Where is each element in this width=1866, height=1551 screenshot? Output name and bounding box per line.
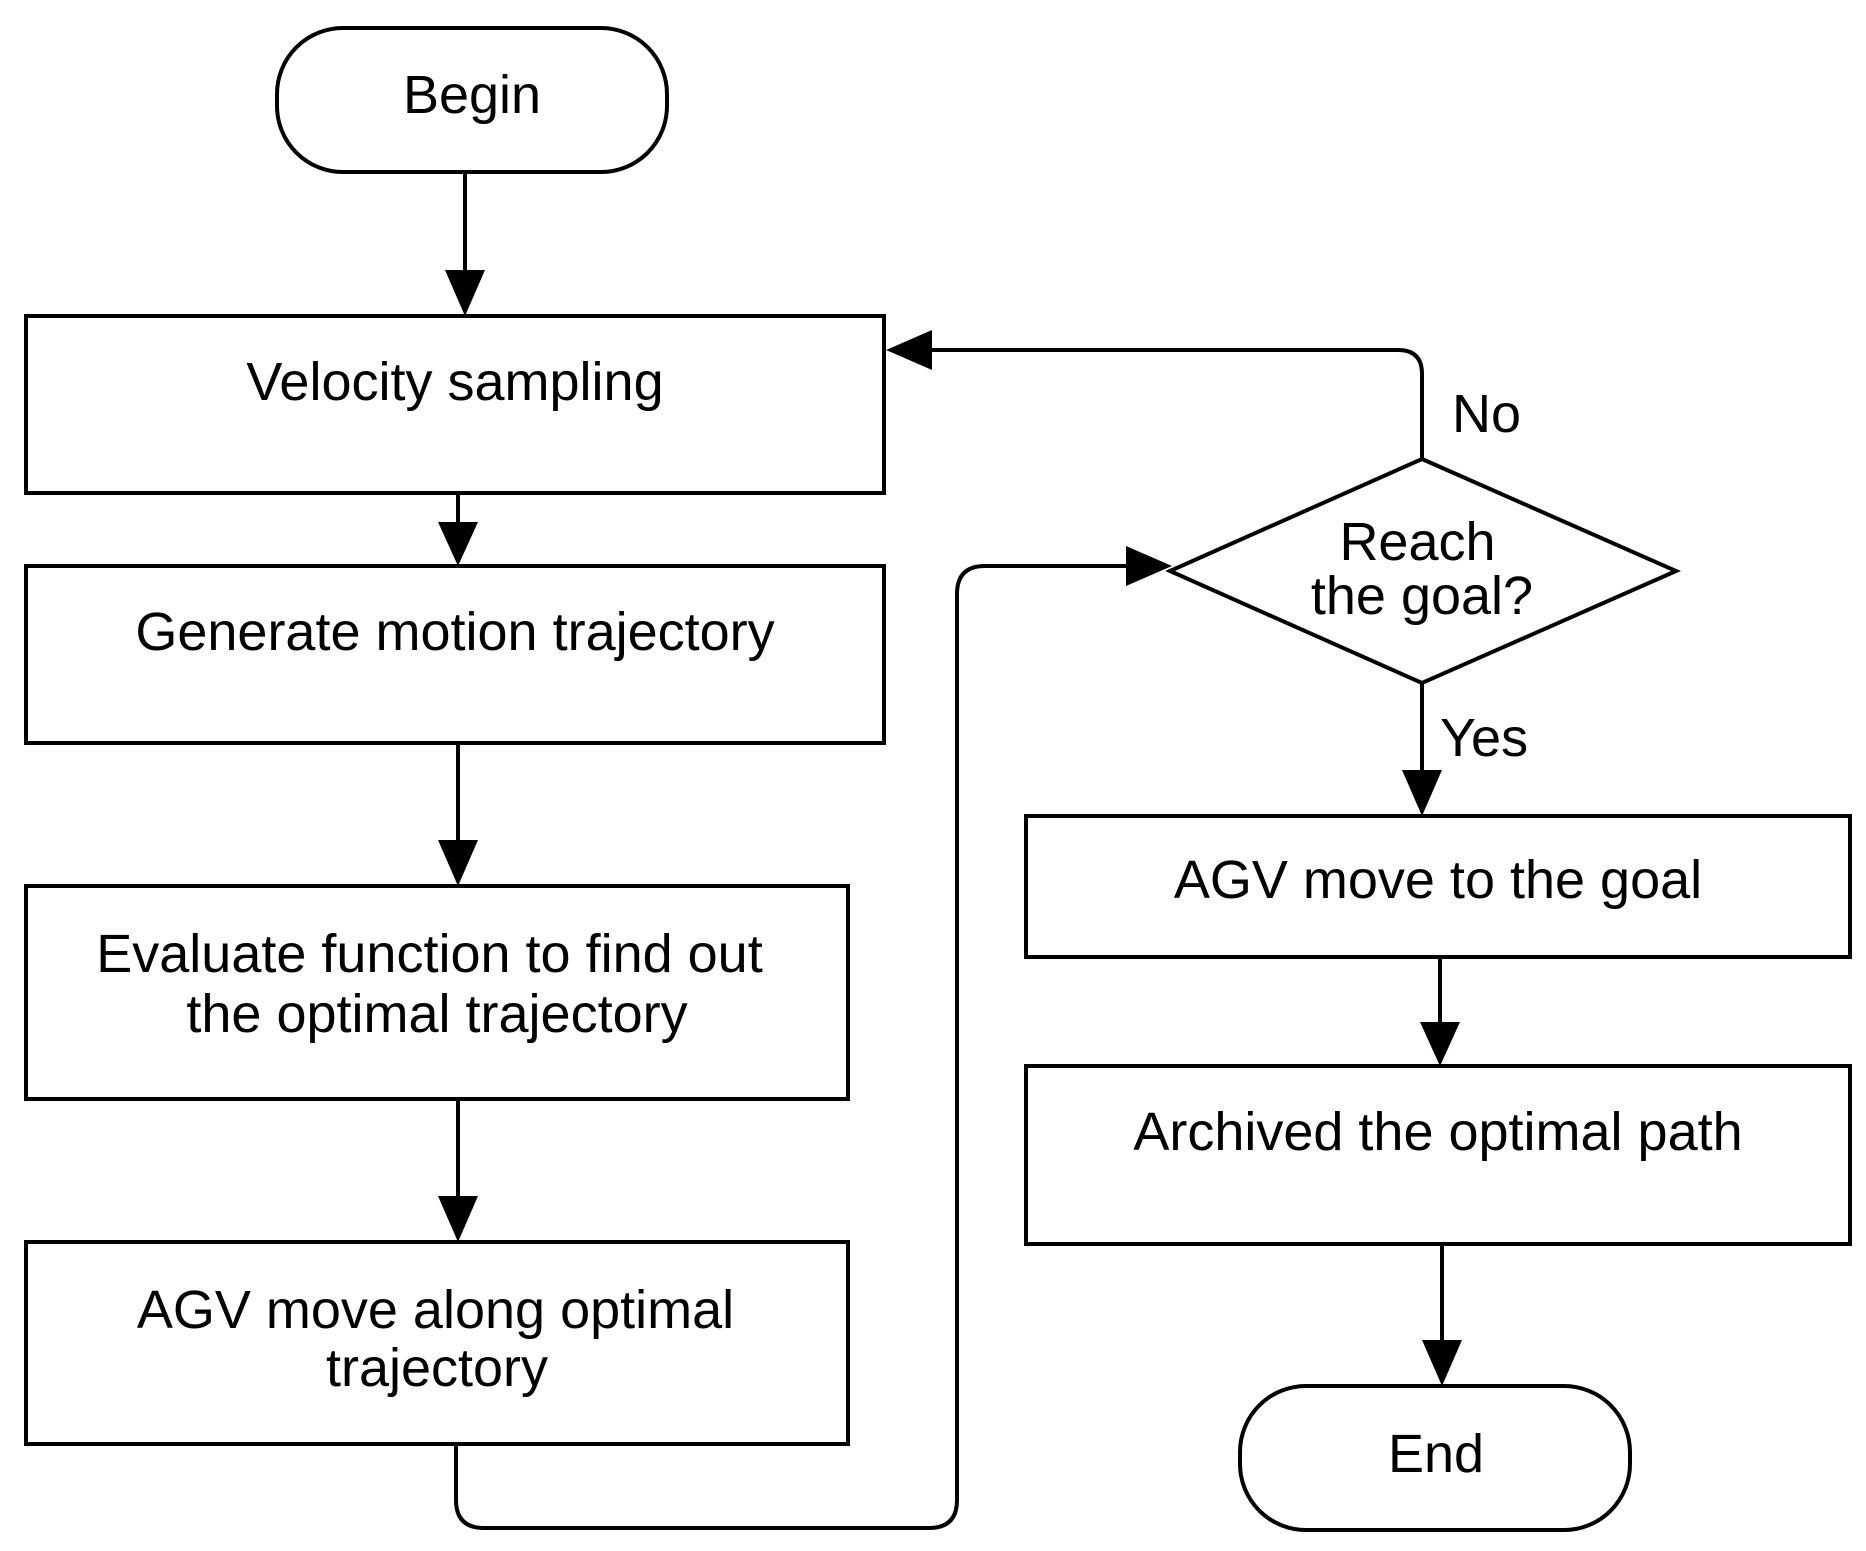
velocity-sampling-box bbox=[24, 314, 886, 495]
reach-goal-line-2: the goal? bbox=[1311, 566, 1533, 626]
reach-goal-line-1: Reach bbox=[1339, 512, 1495, 572]
generate-trajectory-box bbox=[24, 564, 886, 745]
evaluate-function-box bbox=[24, 884, 850, 1101]
no-branch-label: No bbox=[1452, 384, 1521, 444]
agv-move-along-box bbox=[24, 1240, 850, 1446]
arrowhead-velocity-in bbox=[445, 270, 485, 316]
arrowhead-evaluate-in bbox=[438, 840, 478, 886]
arrowhead-end-in bbox=[1422, 1340, 1462, 1386]
evaluate-function-line-2: the optimal trajectory bbox=[186, 984, 687, 1044]
end-terminator bbox=[1238, 1384, 1632, 1532]
evaluate-function-label: Evaluate function to find out the optima… bbox=[96, 924, 777, 1044]
generate-trajectory-label: Generate motion trajectory bbox=[135, 602, 774, 662]
arrowhead-velocity-loop-in bbox=[886, 330, 932, 370]
velocity-sampling-label: Velocity sampling bbox=[246, 352, 663, 412]
archived-path-label: Archived the optimal path bbox=[1133, 1102, 1742, 1162]
agv-move-along-label: AGV move along optimal trajectory bbox=[137, 1280, 749, 1398]
arrowhead-agv-along-in bbox=[438, 1196, 478, 1242]
end-label: End bbox=[1388, 1424, 1484, 1484]
yes-branch-label: Yes bbox=[1440, 708, 1528, 768]
archived-path-box bbox=[1024, 1064, 1852, 1246]
arrowhead-decision-in bbox=[1126, 546, 1172, 586]
arrowhead-archived-in bbox=[1420, 1022, 1460, 1066]
arrowhead-agv-goal-in bbox=[1402, 770, 1442, 816]
connector-agv-along-to-decision bbox=[454, 564, 1140, 1530]
begin-terminator bbox=[275, 26, 669, 174]
evaluate-function-line-1: Evaluate function to find out bbox=[96, 924, 762, 984]
reach-goal-label: Reach the goal? bbox=[1311, 512, 1533, 626]
arrowhead-generate-in bbox=[438, 522, 478, 566]
connector-decision-no-to-velocity bbox=[920, 348, 1424, 459]
agv-move-to-goal-box bbox=[1024, 814, 1852, 959]
begin-label: Begin bbox=[403, 65, 541, 125]
agv-move-along-line-2: trajectory bbox=[326, 1338, 548, 1398]
agv-move-along-line-1: AGV move along optimal bbox=[137, 1280, 734, 1340]
reach-goal-decision bbox=[1165, 456, 1681, 686]
agv-move-to-goal-label: AGV move to the goal bbox=[1174, 850, 1702, 910]
